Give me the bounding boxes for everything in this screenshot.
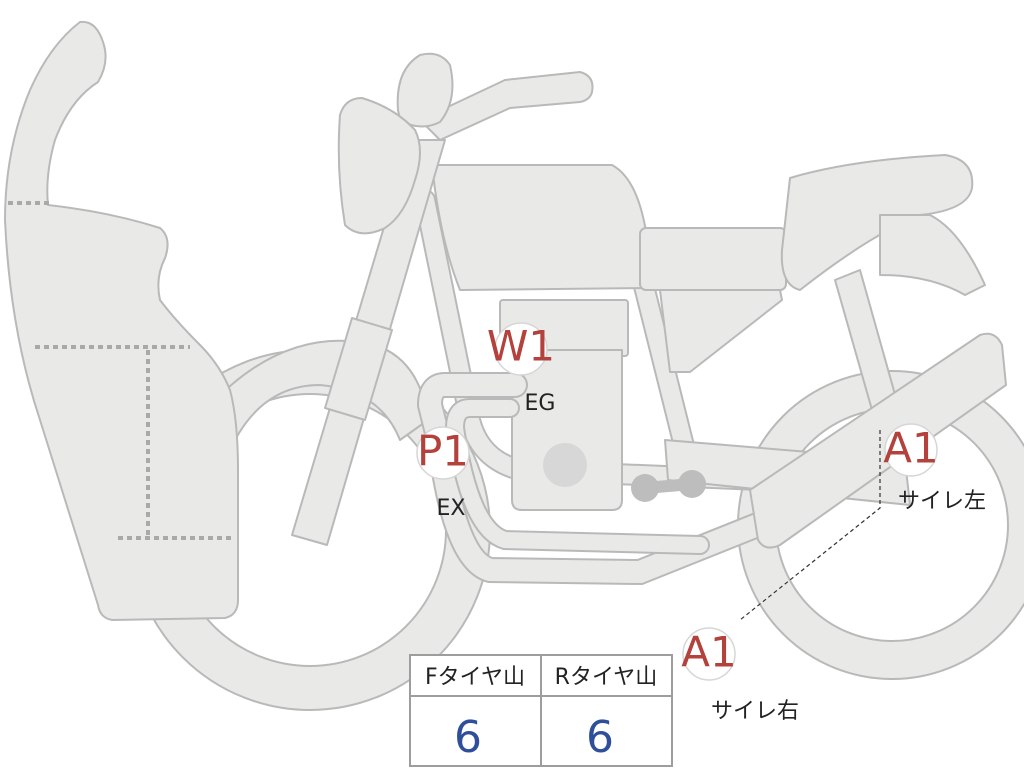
marker-a1-right: A1 サイレ右 [681, 627, 799, 724]
engine [499, 299, 629, 511]
marker-w1: W1 EG [487, 322, 556, 417]
marker-w1-label: EG [525, 391, 556, 416]
headlight [337, 97, 421, 235]
handlebar [419, 71, 594, 141]
marker-a1-right-label: サイレ右 [711, 699, 799, 724]
side-cover [659, 289, 783, 373]
fairing [4, 20, 239, 621]
marker-p1: P1 EX [416, 426, 470, 521]
marker-a1-left-code: A1 [883, 424, 938, 473]
muffler [749, 332, 1007, 549]
marker-a1-left-label: サイレ左 [898, 489, 986, 514]
mirror [396, 52, 454, 128]
marker-p1-label: EX [437, 496, 466, 521]
front-fork [291, 139, 446, 546]
front-tire-value: 6 [454, 712, 482, 763]
marker-w1-code: W1 [487, 322, 555, 371]
tire-tread-table: Fタイヤ山 Rタイヤ山 6 6 [409, 654, 673, 767]
tail-cowl [879, 214, 986, 296]
rear-tire-header: Rタイヤ山 [555, 665, 658, 690]
leader-line [739, 430, 881, 621]
rear-tire-value: 6 [586, 712, 614, 763]
seat [780, 154, 974, 291]
marker-a1-left: A1 サイレ左 [883, 423, 986, 514]
marker-a1-right-code: A1 [681, 628, 736, 677]
engine-cover [543, 443, 587, 487]
front-tire-header: Fタイヤ山 [425, 665, 525, 690]
seat-base [639, 227, 787, 291]
fuel-tank [431, 164, 653, 291]
footpeg [631, 470, 706, 502]
marker-p1-code: P1 [417, 427, 469, 476]
